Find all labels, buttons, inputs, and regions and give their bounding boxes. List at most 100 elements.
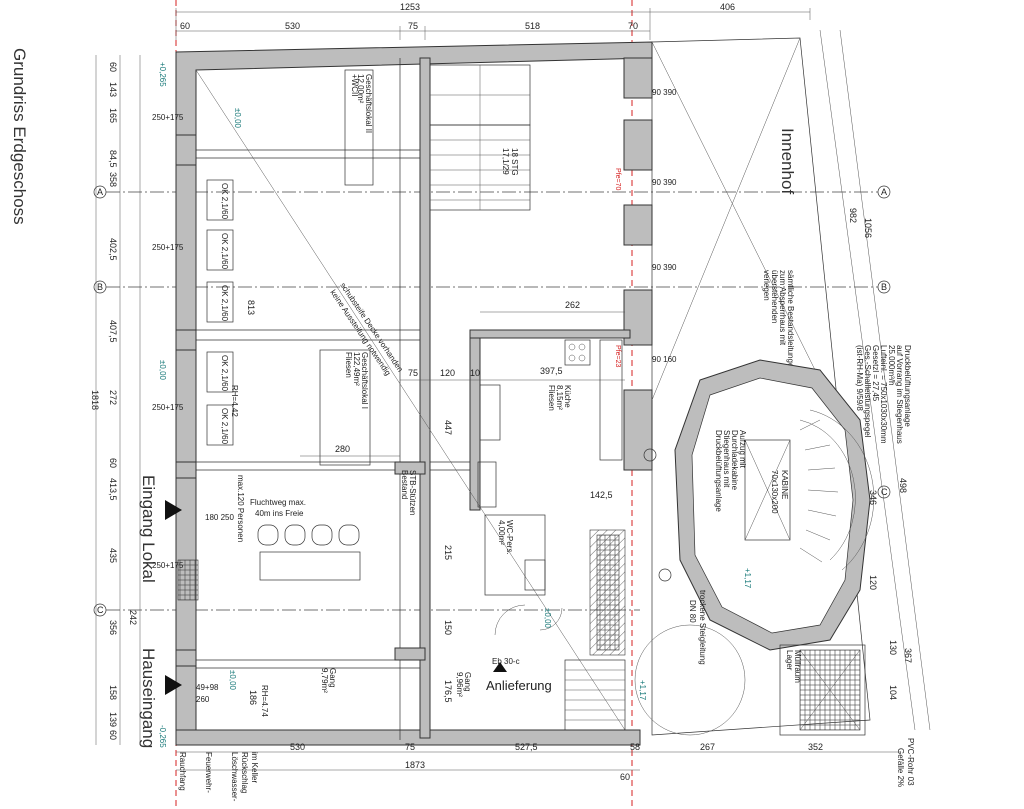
svg-text:70x130x200: 70x130x200	[770, 470, 779, 514]
svg-text:Löschwasser-: Löschwasser-	[230, 752, 239, 802]
svg-text:Bestand: Bestand	[400, 470, 409, 499]
svg-text:9,96m²: 9,96m²	[455, 672, 464, 697]
svg-text:75: 75	[405, 742, 415, 752]
svg-text:Müllraum: Müllraum	[793, 650, 802, 683]
svg-text:Geschäftslokal II: Geschäftslokal II	[364, 74, 373, 133]
svg-text:60: 60	[108, 458, 118, 468]
svg-text:Lager: Lager	[785, 650, 794, 671]
svg-text:1253: 1253	[400, 2, 420, 12]
svg-text:142,5: 142,5	[590, 490, 613, 500]
skylight-markers: OK 2,1/60 OK 2,1/60 OK 2,1/60 OK 2,1/60 …	[206, 179, 234, 446]
svg-text:530: 530	[285, 21, 300, 31]
svg-text:Fluchtweg max.: Fluchtweg max.	[250, 498, 306, 507]
svg-text:Fliesen: Fliesen	[547, 385, 556, 411]
svg-text:max.120 Personen: max.120 Personen	[236, 475, 245, 542]
svg-text:C: C	[97, 605, 104, 615]
svg-text:143: 143	[108, 82, 118, 97]
svg-text:356: 356	[108, 620, 118, 635]
svg-text:58: 58	[630, 742, 640, 752]
svg-text:Ges.-Schallleistungspegel: Ges.-Schallleistungspegel	[863, 345, 872, 438]
svg-text:1873: 1873	[405, 760, 425, 770]
svg-text:Gefälle 2%: Gefälle 2%	[896, 748, 905, 787]
svg-text:Hauseingang: Hauseingang	[139, 648, 158, 748]
level-markers: +0,265 ±0,00 ±0,00 ±0,00 ±0,00 +1,17 +1,…	[158, 62, 752, 748]
svg-text:Gesetzl = 27,45: Gesetzl = 27,45	[871, 345, 880, 402]
svg-text:PVC-Rohr 03: PVC-Rohr 03	[906, 738, 915, 786]
svg-text:B: B	[881, 282, 887, 292]
svg-text:+WCII: +WCII	[350, 74, 359, 96]
svg-text:Anlieferung: Anlieferung	[486, 678, 552, 693]
svg-text:104: 104	[888, 685, 898, 700]
svg-text:-0,265: -0,265	[158, 725, 167, 748]
right-dimensions: 982 1056 498 346 120 367 104 130	[819, 29, 931, 731]
stair-tower: KABINE 70x130x200 Aufzug mit Durchladeka…	[674, 359, 875, 651]
delivery-label: Anlieferung	[486, 662, 552, 693]
svg-text:1818: 1818	[90, 390, 100, 410]
svg-text:250+175: 250+175	[152, 243, 184, 252]
svg-text:OK 2,1/60: OK 2,1/60	[220, 355, 229, 392]
svg-text:8,15m²: 8,15m²	[555, 385, 564, 410]
svg-text:358: 358	[108, 172, 118, 187]
svg-text:250+175: 250+175	[152, 403, 184, 412]
svg-text:120: 120	[440, 368, 455, 378]
svg-text:1056: 1056	[863, 218, 873, 238]
svg-text:Feuerwehr-: Feuerwehr-	[204, 752, 213, 793]
entrance-markers: Eingang Lokal Hauseingang 180 250 49+98 …	[139, 113, 234, 748]
svg-text:trockene Steigleitung: trockene Steigleitung	[698, 590, 707, 665]
room-geschaeftslokal-2: Geschäftslokal II 12,00m² +WCII	[344, 69, 374, 186]
svg-text:Druckbelüftungsanlage: Druckbelüftungsanlage	[714, 430, 723, 512]
room-gang: Gang 9,79m² RH=4.74 Gang 9,96m²	[260, 668, 472, 717]
svg-text:49+98: 49+98	[196, 683, 219, 692]
room-wc: WC-Pers. 4,00m² Eb 30-c	[484, 514, 563, 666]
svg-text:352: 352	[808, 742, 823, 752]
svg-text:überstehenden: überstehenden	[770, 270, 779, 323]
svg-text:84,5: 84,5	[108, 150, 118, 168]
svg-text:262: 262	[565, 300, 580, 310]
courtyard-notes: sämtliche Bestandsleitungen zum Absperrh…	[762, 270, 795, 372]
svg-text:407,5: 407,5	[108, 320, 118, 343]
svg-text:Pfe=23: Pfe=23	[614, 345, 621, 367]
svg-text:139: 139	[108, 712, 118, 727]
svg-text:260: 260	[196, 695, 210, 704]
svg-text:413,5: 413,5	[108, 478, 118, 501]
staircase-top: 18 STG 17,1/29	[429, 64, 531, 211]
fire-riser: trockene Steigleitung DN 80	[634, 448, 746, 736]
svg-text:165: 165	[108, 108, 118, 123]
svg-text:Fliesen: Fliesen	[344, 352, 353, 378]
top-dimensions: 1253 406 60 530 75 518 70	[175, 2, 811, 40]
interior-walls	[196, 57, 631, 740]
svg-text:Gang: Gang	[328, 668, 337, 688]
svg-text:17,1/29: 17,1/29	[501, 148, 510, 175]
svg-text:A: A	[97, 187, 103, 197]
svg-text:±0,00: ±0,00	[233, 108, 242, 129]
svg-text:25.000m³/h: 25.000m³/h	[887, 345, 896, 385]
svg-text:122,49m²: 122,49m²	[352, 352, 361, 386]
svg-text:B: B	[97, 282, 103, 292]
svg-text:±0,00: ±0,00	[543, 608, 552, 629]
svg-text:158: 158	[108, 685, 118, 700]
svg-text:auf Vorrang im Stiegenhaus: auf Vorrang im Stiegenhaus	[895, 345, 904, 444]
svg-text:Rückschlag: Rückschlag	[240, 752, 249, 793]
svg-text:90 160: 90 160	[652, 355, 677, 364]
svg-text:10: 10	[470, 368, 480, 378]
svg-text:280: 280	[335, 444, 350, 454]
outer-walls	[175, 41, 653, 746]
svg-text:397,5: 397,5	[540, 366, 563, 376]
svg-text:+1,17: +1,17	[743, 568, 752, 589]
svg-text:Rauchfang: Rauchfang	[178, 752, 187, 791]
svg-text:215: 215	[443, 545, 453, 560]
svg-text:527,5: 527,5	[515, 742, 538, 752]
ventilation-notes: Druckbelüftungsanlage auf Vorrang im Sti…	[855, 345, 912, 444]
courtyard: Innenhof 90 390 90 390 90 390 90 160 Pfe…	[614, 37, 912, 736]
svg-text:DN 80: DN 80	[688, 600, 697, 623]
svg-text:447: 447	[443, 420, 453, 435]
svg-text:+1,17: +1,17	[638, 680, 647, 701]
svg-text:zum Absperrhaus mit: zum Absperrhaus mit	[778, 270, 787, 346]
room-geschaeftslokal-1: Geschäftslokal I 122,49m² Fliesen RH=4.4…	[230, 349, 371, 466]
svg-text:RH=4.74: RH=4.74	[260, 685, 269, 717]
svg-text:367: 367	[903, 648, 913, 663]
svg-text:OK 2,1/60: OK 2,1/60	[220, 233, 229, 270]
svg-text:346: 346	[868, 490, 878, 505]
svg-text:60: 60	[180, 21, 190, 31]
svg-text:120: 120	[868, 575, 878, 590]
